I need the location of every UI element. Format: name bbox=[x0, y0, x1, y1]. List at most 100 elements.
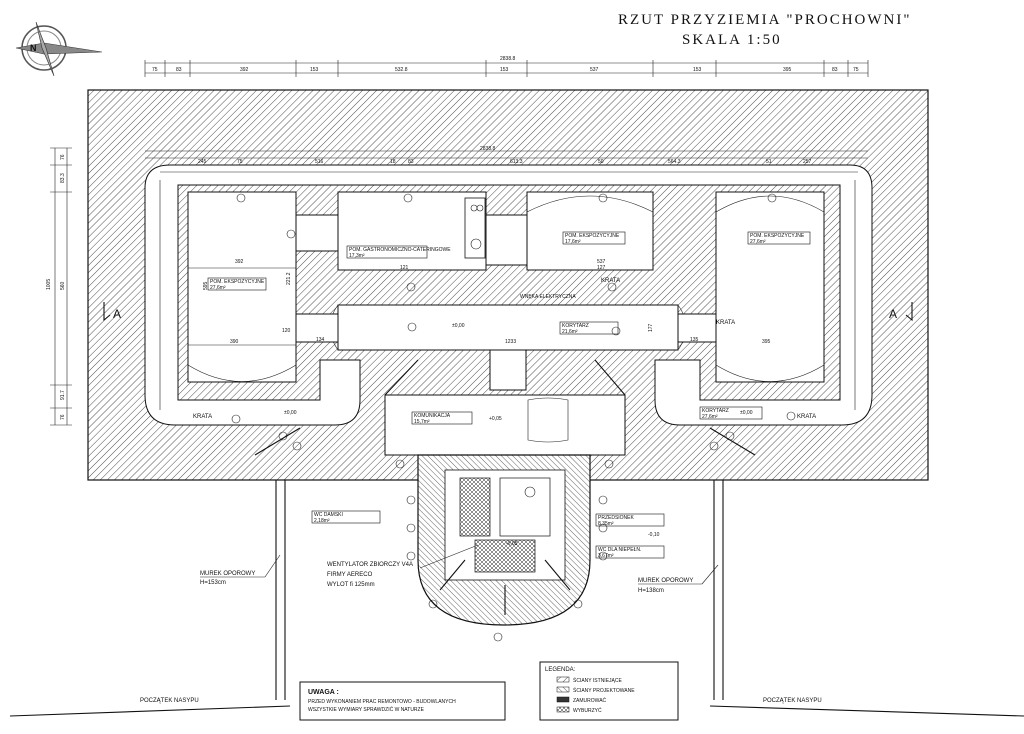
dim-top-3: 392 bbox=[240, 67, 249, 73]
room-area: 17,6m² bbox=[565, 239, 581, 245]
dim-inner-3: 516 bbox=[315, 159, 324, 165]
room-label: POM. EKSPOZYCYJNE 27,6m² bbox=[207, 277, 267, 291]
room-dim: 390 bbox=[230, 339, 239, 345]
krata-mid: KRATA bbox=[601, 278, 620, 284]
room-name: KORYTARZ bbox=[702, 408, 729, 414]
dim-top-6: 153 bbox=[500, 67, 509, 73]
section-marker-left: A bbox=[103, 302, 121, 322]
room-area: 27,6m² bbox=[210, 285, 226, 291]
vestibule bbox=[499, 477, 551, 537]
room-dim: 177 bbox=[648, 323, 654, 332]
passage-upper-mid bbox=[485, 214, 528, 266]
legend-item: WYBURZYĆ bbox=[573, 707, 602, 714]
room-area: 27,6m² bbox=[702, 414, 718, 420]
krata-right: KRATA bbox=[716, 320, 735, 326]
room-name: WC DAMSKI bbox=[314, 512, 343, 518]
room-label: POM. GASTRONOMICZNO-CATERINGOWE 17,3m² bbox=[346, 245, 451, 259]
room-dim: 221.2 bbox=[286, 272, 292, 285]
note-box: UWAGA : PRZED WYKONANIEM PRAC REMONTOWO … bbox=[299, 681, 506, 721]
level-mark: ±0,00 bbox=[452, 323, 465, 329]
note-line2: WSZYSTKIE WYMIARY SPRAWDZIĆ W NATURZE bbox=[308, 706, 425, 713]
passage-south bbox=[489, 349, 527, 391]
room-dim: 1233 bbox=[505, 339, 516, 345]
room-area: 17,3m² bbox=[349, 253, 365, 259]
room-exhibition-right bbox=[715, 191, 825, 383]
nasyp-left: POCZĄTEK NASYPU bbox=[140, 698, 199, 704]
dim-inner-7: 50 bbox=[598, 159, 604, 165]
dim-inner-10: 257 bbox=[803, 159, 812, 165]
room-dim: 134 bbox=[316, 337, 325, 343]
top-dimension-chain: 2838.8 75 83 392 153 532.8 153 537 153 3… bbox=[144, 56, 869, 77]
compass-letter: N bbox=[30, 43, 37, 53]
drawing-scale: SKALA 1:50 bbox=[682, 32, 782, 48]
dim-left-83: 83.3 bbox=[60, 173, 66, 183]
level-mark: -0,10 bbox=[648, 532, 660, 538]
passage-right bbox=[677, 313, 717, 343]
room-dim: 392 bbox=[235, 259, 244, 265]
room-dim: 127 bbox=[597, 265, 606, 271]
murek-left-1: MUREK OPOROWY bbox=[200, 571, 255, 577]
room-name: WC DLA NIEPEŁN. bbox=[598, 547, 641, 553]
room-label: KOMUNIKACJA 15,7m² bbox=[411, 411, 473, 425]
room-dim: 395 bbox=[762, 339, 771, 345]
vent-line2: FIRMY AERECO bbox=[327, 572, 373, 578]
room-label: KORYTARZ 27,6m² bbox=[699, 406, 763, 420]
section-letter-left: A bbox=[113, 307, 121, 321]
dim-top-2: 83 bbox=[176, 67, 182, 73]
retaining-wall-left bbox=[9, 480, 291, 717]
murek-left-2: H=153cm bbox=[200, 580, 226, 586]
level-mark: ±0,00 bbox=[740, 410, 753, 416]
dim-inner-8: 564.3 bbox=[668, 159, 681, 165]
dim-top-9: 395 bbox=[783, 67, 792, 73]
room-name: POM. EKSPOZYCYJNE bbox=[565, 233, 620, 239]
dim-left-total: 1005 bbox=[46, 279, 52, 290]
wc-fixtures bbox=[459, 477, 491, 537]
room-dim: 537 bbox=[597, 259, 606, 265]
central-corridor bbox=[337, 304, 679, 351]
dim-inner-9: 51 bbox=[766, 159, 772, 165]
room-area: 21,6m² bbox=[562, 329, 578, 335]
legend-title: LEGENDA: bbox=[545, 667, 576, 673]
room-area: 15,7m² bbox=[414, 419, 430, 425]
dim-top-11: 75 bbox=[853, 67, 859, 73]
room-area: 8,35m² bbox=[598, 521, 614, 527]
room-name: PRZEDSIONEK bbox=[598, 515, 635, 521]
retaining-wall-right bbox=[709, 480, 1024, 717]
nasyp-right: POCZĄTEK NASYPU bbox=[763, 698, 822, 704]
dim-inner-5: 83 bbox=[408, 159, 414, 165]
dim-top-7: 537 bbox=[590, 67, 599, 73]
krata-left: KRATA bbox=[193, 414, 212, 420]
room-area: 3,67m² bbox=[598, 553, 614, 559]
dim-inner-1: 245 bbox=[198, 159, 207, 165]
dim-top-10: 83 bbox=[832, 67, 838, 73]
dim-left-76a: 76 bbox=[60, 154, 66, 160]
passage-upper-left bbox=[295, 214, 339, 252]
dim-total-top: 2838.8 bbox=[500, 56, 516, 62]
room-dim: 135 bbox=[690, 337, 699, 343]
room-labels: POM. EKSPOZYCYJNE 27,6m² POM. GASTRONOMI… bbox=[207, 231, 811, 559]
level-mark: +0,05 bbox=[489, 416, 502, 422]
wneka-label: WNĘKA ELEKTRYCZNA bbox=[520, 294, 576, 300]
room-name: KORYTARZ bbox=[562, 323, 589, 329]
room-name: POM. GASTRONOMICZNO-CATERINGOWE bbox=[349, 247, 451, 253]
room-label: WC DAMSKI 2,18m² bbox=[311, 510, 381, 524]
room-exhibition-mid bbox=[526, 191, 654, 271]
kitchen-counter bbox=[464, 197, 486, 259]
dim-top-5: 532.8 bbox=[395, 67, 408, 73]
dim-left-91: 91.7 bbox=[60, 390, 66, 400]
level-mark: -0,05 bbox=[506, 541, 518, 547]
legend: LEGENDA: ŚCIANY ISTNIEJĄCE ŚCIANY PROJEK… bbox=[539, 661, 679, 721]
dim-left-76b: 76 bbox=[60, 414, 66, 420]
compass-icon: N bbox=[15, 21, 103, 77]
section-marker-right: A bbox=[889, 302, 913, 322]
room-label: PRZEDSIONEK 8,35m² bbox=[595, 513, 665, 527]
room-area: 27,6m² bbox=[750, 239, 766, 245]
murek-right-2: H=138cm bbox=[638, 588, 664, 594]
legend-item: ŚCIANY PROJEKTOWANE bbox=[573, 686, 635, 694]
room-dim: 121 bbox=[400, 265, 409, 271]
section-letter-right: A bbox=[889, 307, 897, 321]
room-name: POM. EKSPOZYCYJNE bbox=[750, 233, 805, 239]
legend-item: ŚCIANY ISTNIEJĄCE bbox=[573, 676, 622, 684]
note-title: UWAGA : bbox=[308, 689, 339, 696]
